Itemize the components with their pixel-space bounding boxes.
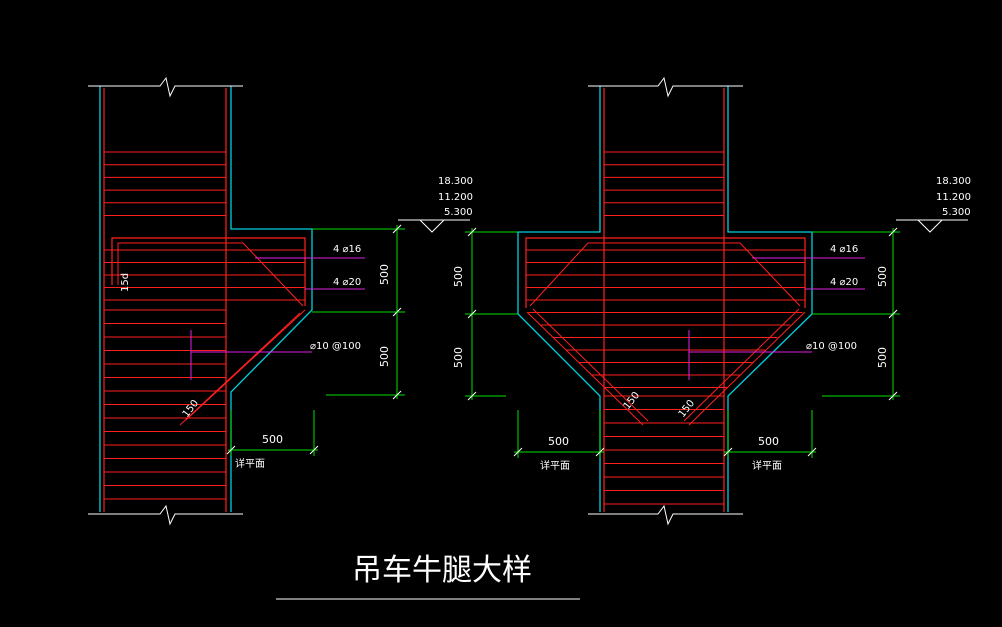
left-break-line-top <box>88 76 243 98</box>
right-corbel-slope-right-1 <box>688 311 806 426</box>
right-dim-vertical-left-lower: 500 <box>452 347 465 368</box>
left-stirrup-label: ⌀10 @100 <box>310 341 361 352</box>
right-corbel-outline-left <box>517 86 601 512</box>
left-rebar-mid-label: 4 ⌀20 <box>333 277 361 288</box>
right-elevation-3: 5.300 <box>942 207 971 218</box>
right-note-right: 详平面 <box>752 459 782 472</box>
right-dim-horizontal-left: 500 <box>548 435 569 448</box>
right-dim-vertical-right-lower: 500 <box>876 347 889 368</box>
left-corbel-slope-bar-2 <box>179 312 301 426</box>
right-dim-ticks-vertical-l <box>467 227 477 401</box>
left-elevation-3: 5.300 <box>444 207 473 218</box>
right-corbel-slope-left-2 <box>532 308 649 422</box>
left-break-line-bottom <box>88 504 243 526</box>
left-note: 详平面 <box>235 457 265 470</box>
left-elevation-triangle <box>419 219 445 233</box>
right-corbel-hatch <box>526 249 805 388</box>
right-rebar-top-label: 4 ⌀16 <box>830 244 858 255</box>
right-corbel-detail: 18.300 11.200 5.300 4 ⌀16 4 ⌀20 ⌀10 @100… <box>452 76 971 526</box>
right-dim-ticks-horizontal-l <box>513 447 605 457</box>
left-dim-horizontal: 500 <box>262 433 283 446</box>
right-break-line-bottom <box>588 504 743 526</box>
right-slope-label-right: 150 <box>677 398 697 420</box>
left-corbel-outline <box>230 86 313 512</box>
right-dim-horizontal-right: 500 <box>758 435 779 448</box>
right-stirrup-label: ⌀10 @100 <box>806 341 857 352</box>
drawing-title: 吊车牛腿大样 <box>352 553 532 588</box>
left-elevation-2: 11.200 <box>438 192 473 203</box>
right-elevation-2: 11.200 <box>936 192 971 203</box>
left-corbel-hatch <box>104 249 305 301</box>
right-column-hatch <box>604 151 724 505</box>
left-corbel-slope-bar-1 <box>185 309 306 421</box>
left-dim-vertical-upper: 500 <box>378 264 391 285</box>
right-corbel-slope-left-1 <box>526 311 644 426</box>
right-elevation-1: 18.300 <box>936 176 971 187</box>
right-slope-label-left: 150 <box>622 390 642 412</box>
left-corbel-top-bar <box>111 237 306 306</box>
left-elevation-1: 18.300 <box>438 176 473 187</box>
right-corbel-outline-right <box>727 86 813 512</box>
left-anchor-label: 15d <box>120 273 131 292</box>
right-break-line-top <box>588 76 743 98</box>
right-corbel-top-bar <box>525 237 806 308</box>
right-dim-vertical-right-upper: 500 <box>876 266 889 287</box>
right-elevation-triangle <box>917 219 943 233</box>
right-dim-ticks-horizontal-r <box>723 447 817 457</box>
left-rebar-top-label: 4 ⌀16 <box>333 244 361 255</box>
right-dim-vertical-left-upper: 500 <box>452 266 465 287</box>
left-corbel-detail: 18.300 11.200 5.300 4 ⌀16 4 ⌀20 ⌀10 @100… <box>88 76 473 526</box>
left-dim-ticks-horizontal <box>226 445 319 455</box>
left-dim-vertical-lower: 500 <box>378 346 391 367</box>
right-dim-ticks-vertical-r <box>888 227 898 401</box>
left-dim-ticks-vertical <box>392 224 402 400</box>
right-corbel-slope-right-2 <box>683 308 800 422</box>
right-rebar-mid-label: 4 ⌀20 <box>830 277 858 288</box>
right-note-left: 详平面 <box>540 459 570 472</box>
left-column-hatch <box>104 151 226 500</box>
